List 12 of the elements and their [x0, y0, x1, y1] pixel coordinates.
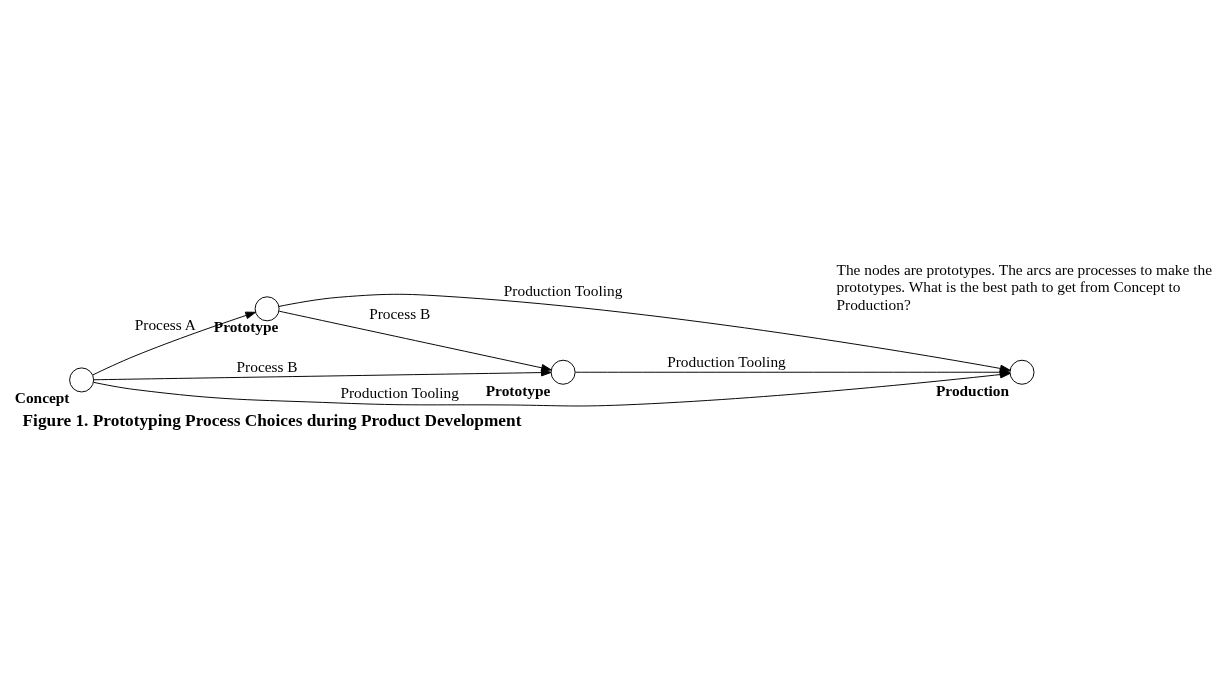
edge-label: Production Tooling	[667, 353, 786, 371]
caption: Figure 1. Prototyping Process Choices during Product Development	[22, 410, 522, 430]
label: The nodes are prototypes. The arcs are processes to make the prototypes. What is the best path to get from Concept to Production?	[836, 260, 1212, 313]
node-label: Production	[935, 381, 1010, 399]
edge-label: Process B	[369, 305, 431, 323]
node-label: Prototype	[213, 318, 279, 336]
node-label: Concept	[14, 389, 70, 407]
edge-label: Production Tooling	[503, 282, 623, 300]
edge-label: Production Tooling	[340, 384, 459, 401]
edge-label: Process A	[134, 315, 196, 333]
edge-label: Process B	[236, 358, 298, 376]
node-label: Prototype	[485, 381, 551, 399]
